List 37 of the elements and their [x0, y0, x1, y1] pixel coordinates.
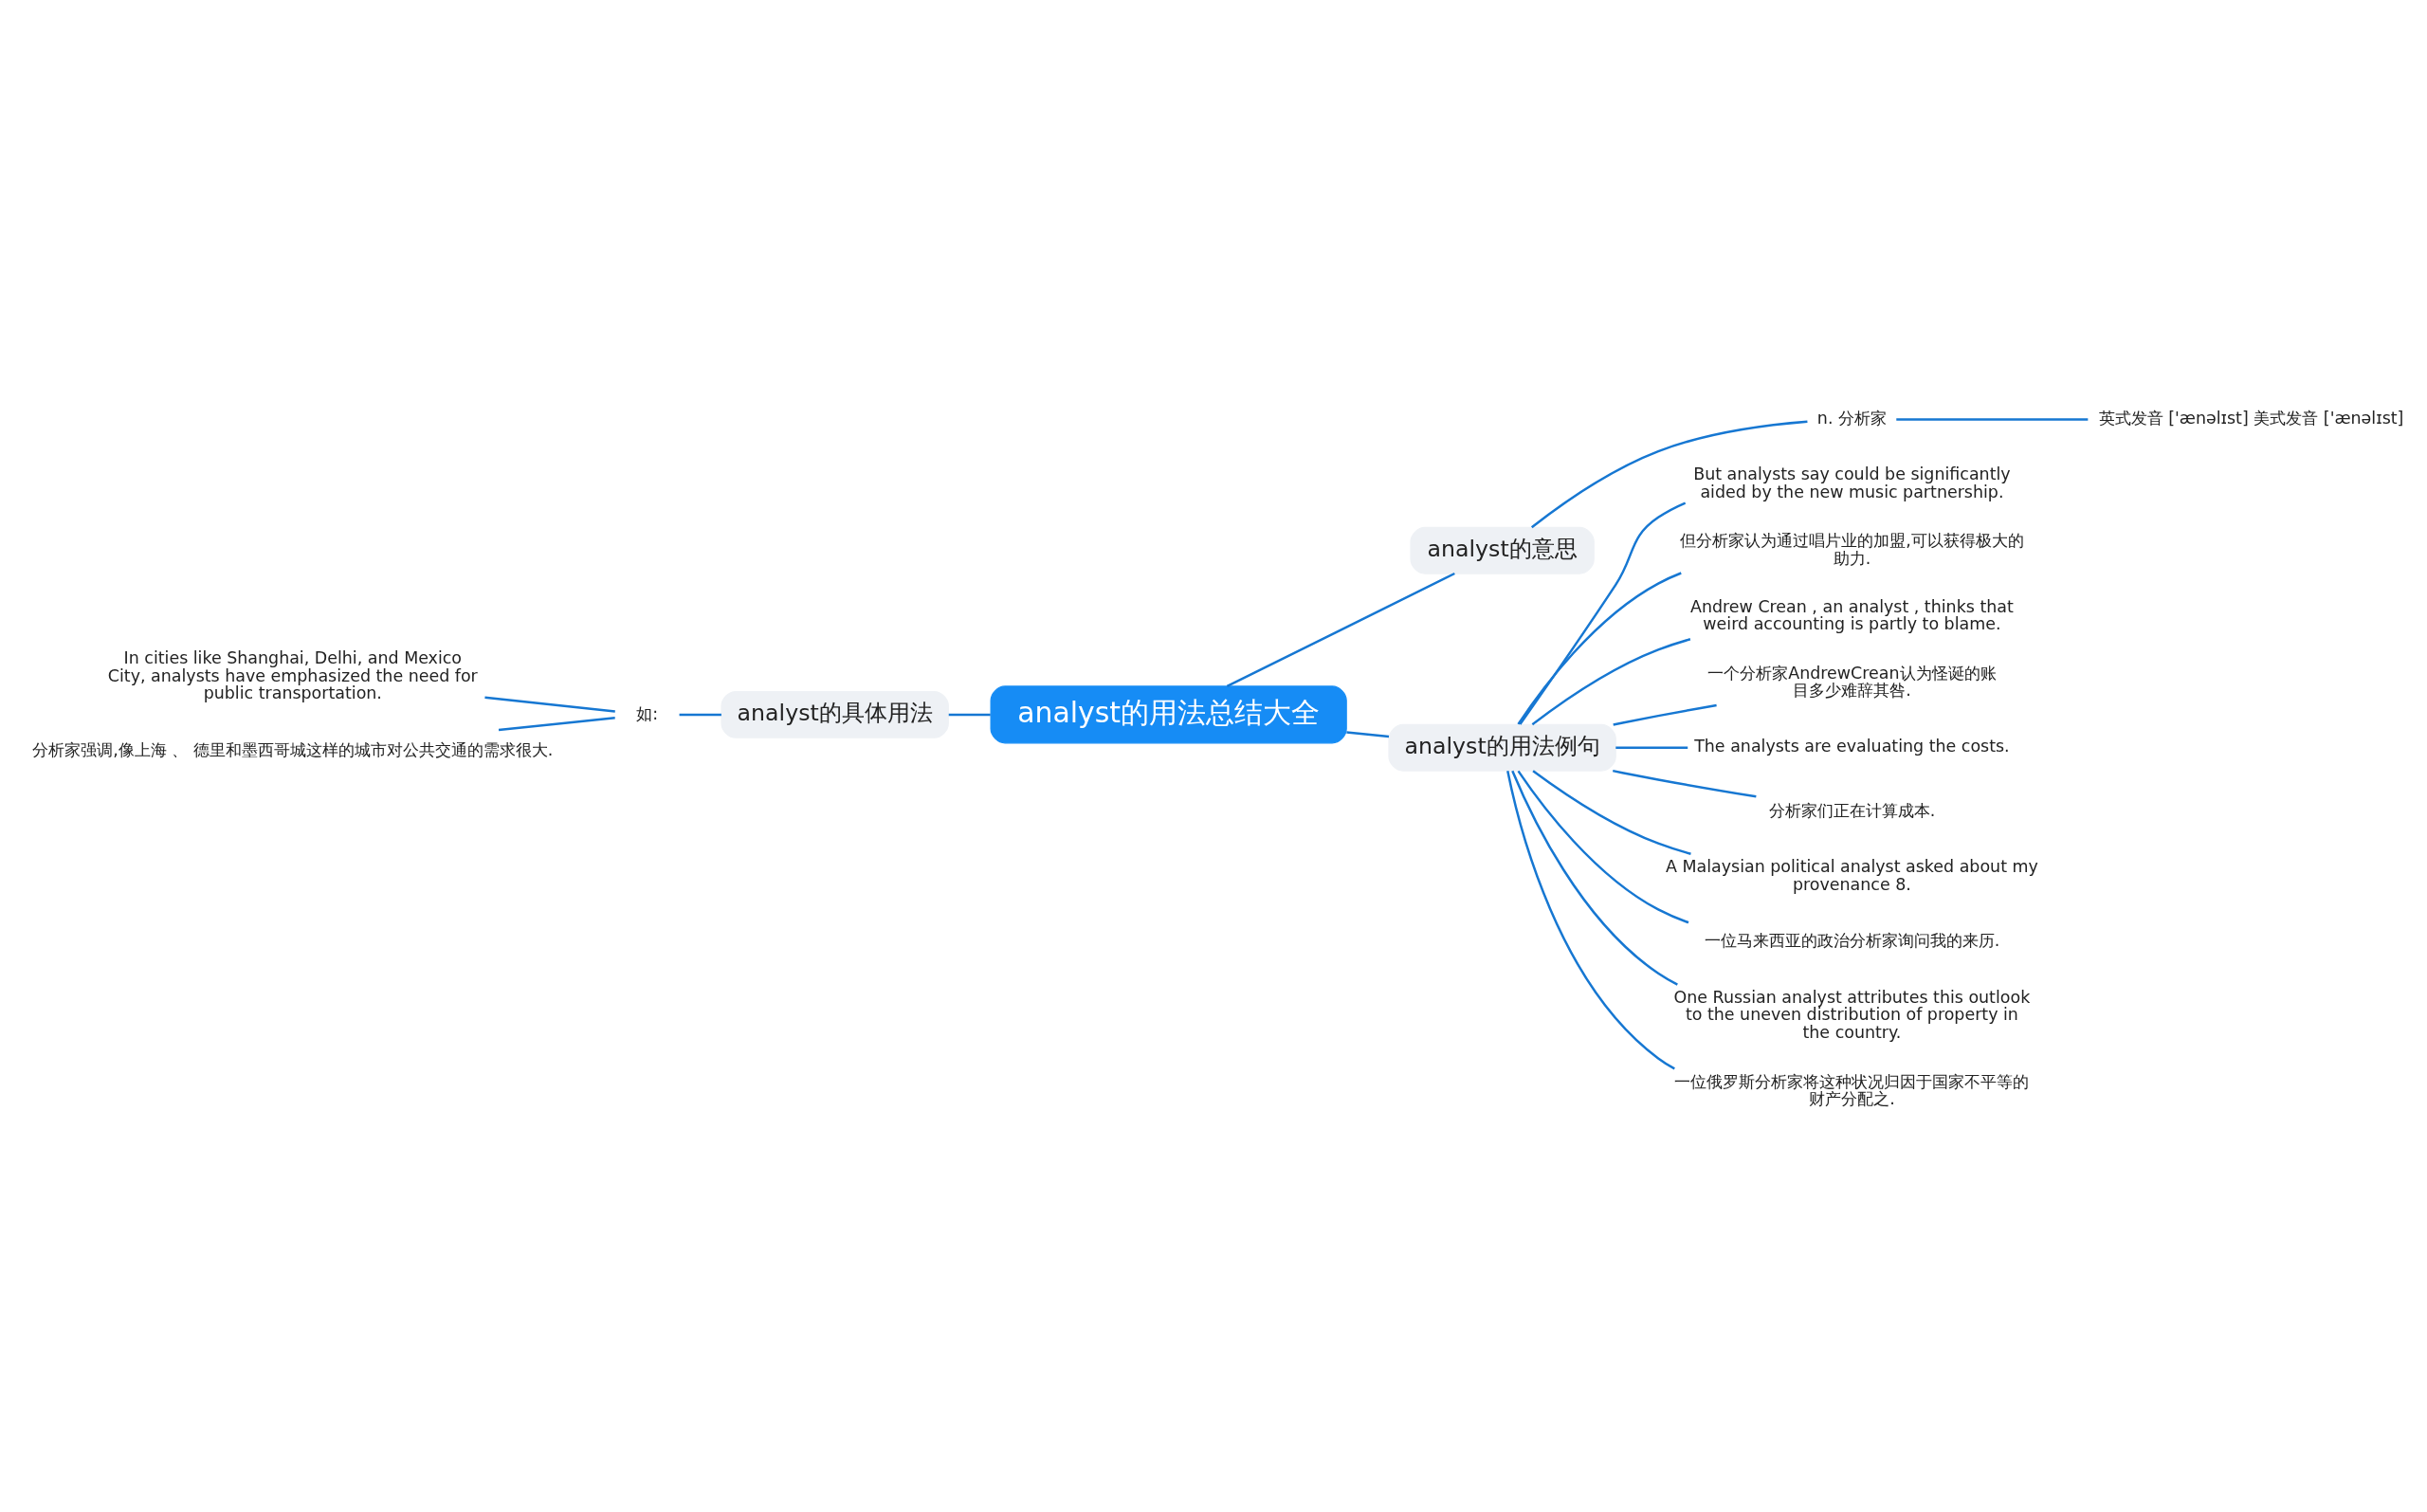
node-box: analyst的用法总结大全: [990, 685, 1347, 744]
connector: [1532, 770, 1691, 855]
connector: [1346, 731, 1390, 738]
connector: [948, 713, 991, 717]
connector: [1530, 420, 1808, 529]
connector: [498, 717, 615, 732]
node-text: 分析家们正在计算成本.: [1768, 800, 1936, 820]
node-text: Andrew Crean , an analyst , thinks that weird accounting is partly to blame.: [1690, 596, 2014, 634]
node-text: A Malaysian political analyst asked about my provenance 8.: [1666, 856, 2038, 894]
connector: [1519, 501, 1687, 725]
connector: [1613, 703, 1717, 726]
connector: [1531, 638, 1691, 726]
node-text: One Russian analyst attributes this outlook to the uneven distribution of property in the country.: [1673, 987, 2031, 1042]
connector: [484, 696, 615, 713]
node-text: 一位马来西亚的政治分析家询问我的来历.: [1704, 930, 2000, 950]
connector: [1517, 770, 1689, 924]
node-box: analyst的意思: [1410, 526, 1595, 574]
node-text: 分析家强调,像上海 、 德里和墨西哥城这样的城市对公共交通的需求很大.: [32, 740, 554, 760]
node-text: 一位俄罗斯分析家将这种状况归因于国家不平等的财产分配之.: [1674, 1071, 2030, 1109]
connector: [1615, 746, 1688, 750]
connector: [1506, 771, 1675, 1070]
node-text: 一个分析家AndrewCrean认为怪诞的账目多少难辞其咎.: [1707, 663, 1997, 701]
node-text: 如:: [636, 703, 659, 723]
node-text: 英式发音 ['ænəlɪst] 美式发音 ['ænəlɪst]: [2098, 409, 2404, 428]
connector: [679, 713, 721, 717]
connector: [1613, 769, 1757, 798]
connector: [1517, 572, 1682, 725]
connector: [1511, 770, 1678, 986]
connector: [1226, 572, 1455, 688]
connector: [1896, 418, 2089, 421]
node-text: The analysts are evaluating the costs.: [1694, 737, 2010, 756]
node-text: 但分析家认为通过唱片业的加盟,可以获得极大的助力.: [1680, 530, 2024, 568]
node-text: But analysts say could be significantly aided by the new music partnership.: [1693, 465, 2011, 501]
node-text: In cities like Shanghai, Delhi, and Mexico City, analysts have emphasized the need for public transportation.: [107, 647, 478, 703]
node-box: analyst的具体用法: [721, 690, 949, 738]
node-text: n. 分析家: [1816, 409, 1887, 428]
node-box: analyst的用法例句: [1388, 723, 1616, 772]
